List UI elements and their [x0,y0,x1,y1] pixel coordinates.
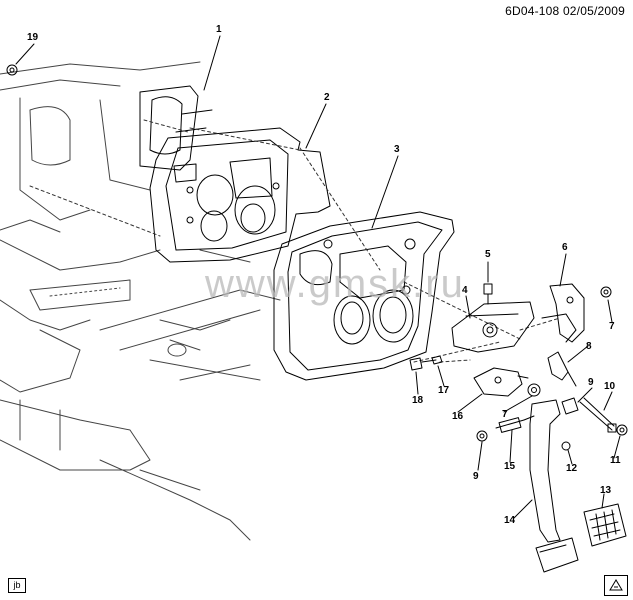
part-16-bracket [473,367,529,397]
recycle-icon [604,575,628,596]
part-15-pushrod [495,415,535,433]
callout-16: 16 [452,411,464,422]
callout-3: 3 [394,144,400,155]
callout-6: 6 [562,242,568,253]
part-5-bolt [483,283,493,305]
diagram-date: 02/05/2009 [562,4,625,18]
callout-7a: 7 [609,321,615,332]
part-4-bracket [451,301,535,353]
part-14-pedal-arm [529,399,579,573]
part-13-pad [583,503,627,547]
corner-tag: jb [8,578,26,593]
part-12-washer [561,441,571,451]
callout-13: 13 [600,485,612,496]
callout-19: 19 [27,32,39,43]
leader-lines [29,119,561,363]
part-9-bushings [476,397,579,442]
callout-8: 8 [586,341,592,352]
callout-10: 10 [604,381,616,392]
part-3-insulator [273,211,455,381]
callout-15: 15 [504,461,516,472]
part-8-switch [547,351,577,387]
callout-5: 5 [485,249,491,260]
part-17-18-bolts [409,355,443,371]
callout-leaders [15,35,621,519]
callout-14: 14 [504,515,516,526]
callout-9a: 9 [588,377,594,388]
part-10-bolt [579,397,617,433]
part-7-nuts [527,286,612,397]
callout-11: 11 [610,455,621,466]
callout-1: 1 [216,24,222,35]
callout-7b: 7 [502,409,508,420]
callout-9b: 9 [473,471,479,482]
callout-4: 4 [462,285,468,296]
part-1-plate [139,85,213,171]
part-6-bracket [541,283,585,343]
callout-17: 17 [438,385,450,396]
callout-18: 18 [412,395,424,406]
callout-12: 12 [566,463,578,474]
part-2-bracket [149,127,331,263]
part-11-nut [616,424,628,436]
watermark: www.gmsk.ru [205,262,465,306]
part-19-nut [6,64,18,76]
dash-panel-structure [0,61,281,541]
callout-2: 2 [324,92,330,103]
diagram-id: 6D04-108 [505,4,560,18]
diagram-header: 6D04-108 02/05/2009 [505,4,625,18]
